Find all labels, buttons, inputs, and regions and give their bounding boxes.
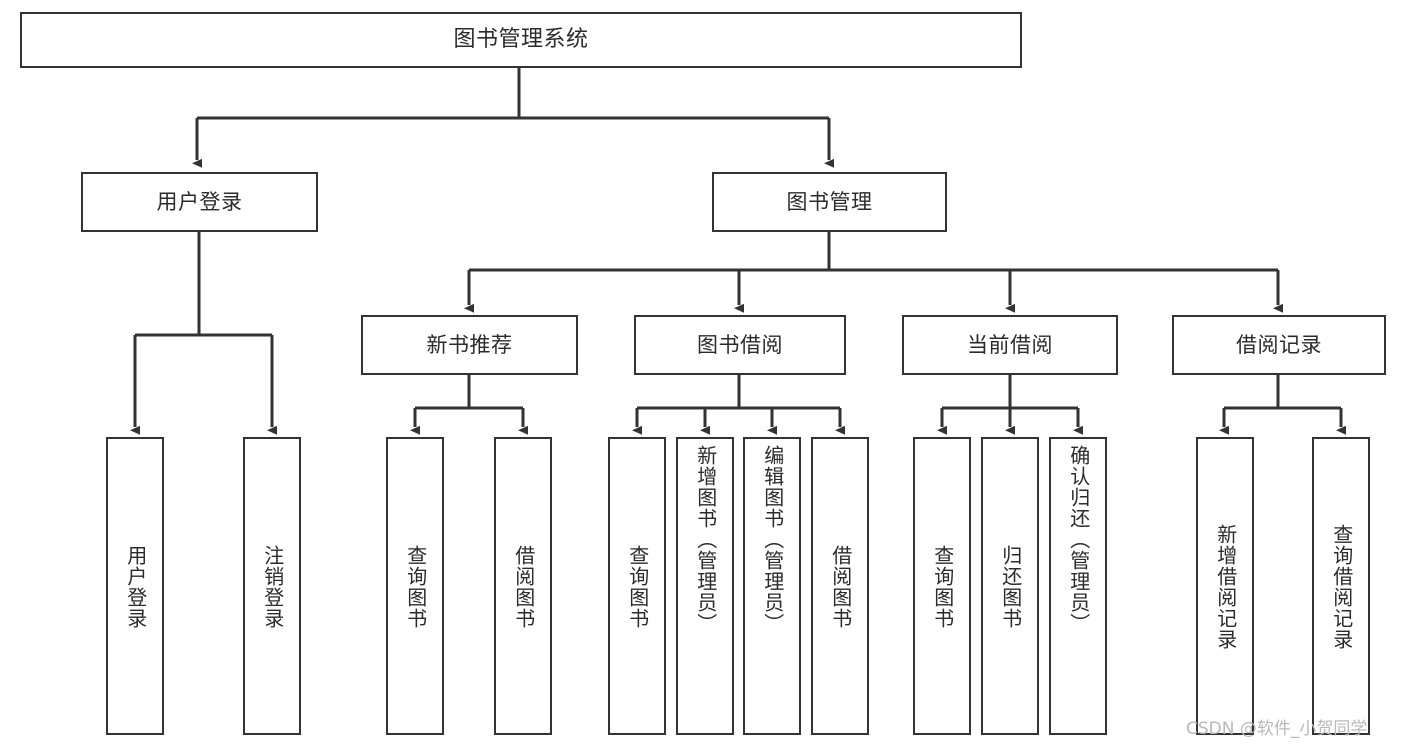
leaf-current-borrow-return-label: 归还图书 [998,545,1023,629]
leaf-book-borrow-edit[interactable]: 编辑图书（管理员） [743,437,801,735]
leaf-book-borrow-add[interactable]: 新增图书（管理员） [676,437,734,735]
leaf-borrow-record-add-label: 新增借阅记录 [1213,524,1238,650]
node-book-management[interactable]: 图书管理 [712,172,947,232]
node-current-borrow[interactable]: 当前借阅 [902,315,1118,375]
node-borrow-record-label: 借阅记录 [1236,332,1322,357]
leaf-current-borrow-query-label: 查询图书 [930,545,955,629]
leaf-current-borrow-return[interactable]: 归还图书 [981,437,1039,735]
node-root-system-label: 图书管理系统 [453,27,589,53]
leaf-user-login-logout-label: 注销登录 [260,545,285,629]
node-book-borrow[interactable]: 图书借阅 [634,315,846,375]
leaf-user-login-login[interactable]: 用户登录 [106,437,164,735]
leaf-current-borrow-confirm-return-label: 确认归还（管理员） [1066,445,1091,634]
csdn-watermark: CSDN @软件_小贺同学 [1186,719,1368,739]
leaf-borrow-record-add[interactable]: 新增借阅记录 [1196,437,1254,735]
leaf-user-login-logout[interactable]: 注销登录 [243,437,301,735]
leaf-current-borrow-query[interactable]: 查询图书 [913,437,971,735]
leaf-new-book-query[interactable]: 查询图书 [386,437,444,735]
leaf-book-borrow-edit-label: 编辑图书（管理员） [760,445,785,634]
node-user-login-label: 用户登录 [156,189,243,214]
node-borrow-record[interactable]: 借阅记录 [1172,315,1386,375]
leaf-book-borrow-query[interactable]: 查询图书 [608,437,666,735]
node-current-borrow-label: 当前借阅 [967,332,1053,357]
leaf-new-book-borrow[interactable]: 借阅图书 [494,437,552,735]
leaf-book-borrow-query-label: 查询图书 [625,545,650,629]
node-new-book-recommend-label: 新书推荐 [426,332,513,357]
node-new-book-recommend[interactable]: 新书推荐 [361,315,578,375]
node-book-management-label: 图书管理 [786,189,873,214]
leaf-book-borrow-add-label: 新增图书（管理员） [693,445,718,634]
node-book-borrow-label: 图书借阅 [697,332,783,357]
node-user-login[interactable]: 用户登录 [81,172,318,232]
leaf-new-book-query-label: 查询图书 [403,545,428,629]
leaf-new-book-borrow-label: 借阅图书 [511,545,536,629]
leaf-borrow-record-query[interactable]: 查询借阅记录 [1312,437,1370,735]
leaf-book-borrow-borrow-label: 借阅图书 [828,545,853,629]
leaf-user-login-login-label: 用户登录 [123,545,148,629]
leaf-current-borrow-confirm-return[interactable]: 确认归还（管理员） [1049,437,1107,735]
node-root-system[interactable]: 图书管理系统 [20,12,1022,68]
leaf-borrow-record-query-label: 查询借阅记录 [1329,524,1354,650]
leaf-book-borrow-borrow[interactable]: 借阅图书 [811,437,869,735]
